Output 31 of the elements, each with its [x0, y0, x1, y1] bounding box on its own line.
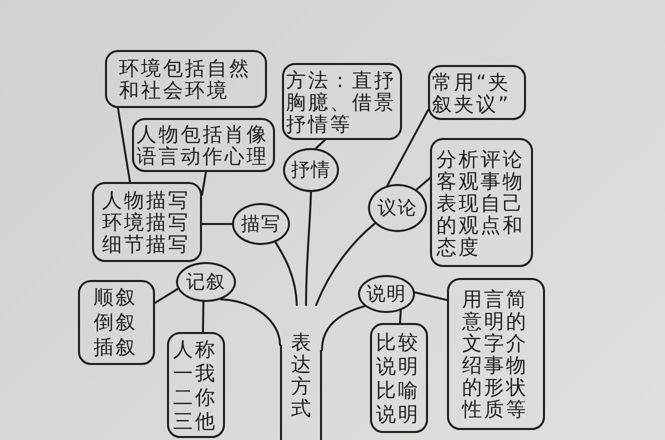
- note-card: 人物包括肖像语言动作心理: [132, 118, 275, 172]
- note-card: 比较说明比喻说明: [370, 323, 428, 433]
- connector-line: [415, 177, 431, 191]
- topic-ellipse: 记叙: [176, 262, 236, 302]
- note-card: 分析评论客观事物表现自己的观点和态度: [430, 138, 533, 267]
- note-card: 人物描写环境描写细节描写: [92, 182, 202, 262]
- connector-line: [202, 300, 204, 333]
- topic-ellipse: 议论: [368, 184, 427, 232]
- connector-line: [154, 288, 179, 304]
- connector-line: [116, 107, 131, 183]
- connector-line: [201, 171, 207, 196]
- note-card: 环境包括自然和社会环境: [105, 50, 267, 108]
- note-card: 用言简意明的文字介绍事物的形状性质等: [447, 278, 545, 430]
- connector-line: [201, 223, 233, 225]
- topic-ellipse: 说明: [358, 275, 415, 313]
- topic-ellipse: 抒情: [283, 148, 339, 192]
- tree-branch: [274, 241, 298, 306]
- tree-branch: [220, 298, 281, 346]
- tree-branch: [305, 191, 312, 306]
- topic-ellipse: 描写: [232, 203, 290, 245]
- connector-line: [414, 291, 448, 302]
- note-card: 顺叙倒叙插叙: [78, 280, 155, 365]
- connector-line: [314, 139, 326, 150]
- note-card: 常用“夹叙夹议”: [428, 65, 526, 120]
- trunk-label: 表达方式: [291, 331, 311, 419]
- note-card: 人称一我二你三他: [167, 332, 225, 438]
- tree-branch: [315, 222, 376, 306]
- connector-line: [386, 109, 429, 186]
- tree-branch: [321, 305, 366, 351]
- note-card: 方法：直抒胸臆、借景抒情等: [282, 63, 402, 140]
- connector-line: [398, 309, 402, 324]
